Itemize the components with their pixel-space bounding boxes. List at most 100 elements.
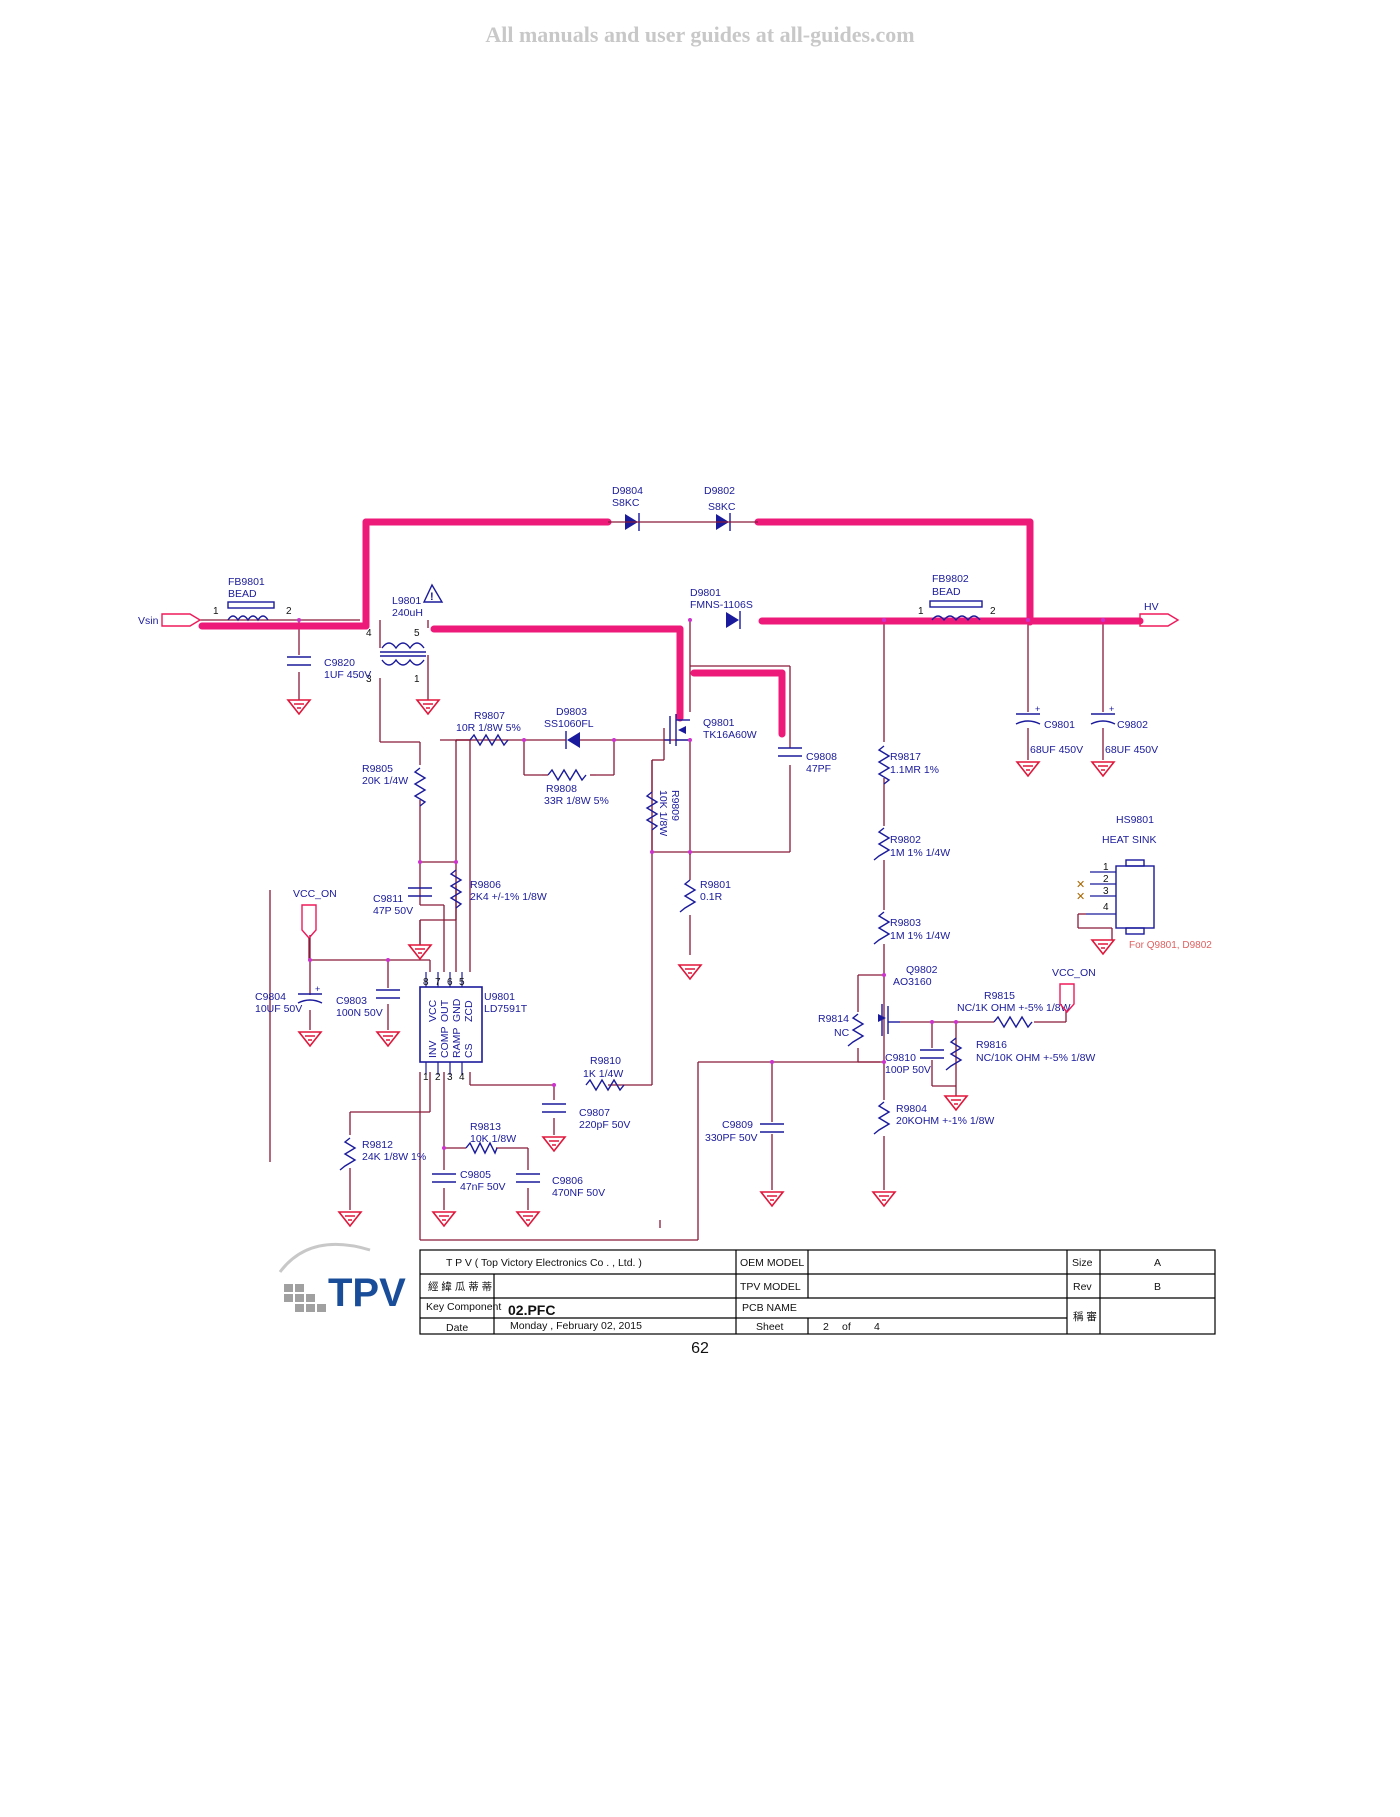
svg-text:R9808: R9808 xyxy=(546,783,577,795)
svg-text:D9804: D9804 xyxy=(612,485,643,497)
svg-text:R9814: R9814 xyxy=(818,1013,849,1025)
svg-text:68UF 450V: 68UF 450V xyxy=(1105,744,1158,756)
svg-text:R9805: R9805 xyxy=(362,763,393,775)
svg-text:✕: ✕ xyxy=(1076,891,1085,903)
svg-text:C9801: C9801 xyxy=(1044,719,1075,731)
svg-text:VCC: VCC xyxy=(427,999,439,1022)
svg-text:FB9802: FB9802 xyxy=(932,573,969,585)
svg-text:FB9801: FB9801 xyxy=(228,576,265,588)
svg-text:Rev: Rev xyxy=(1073,1281,1092,1293)
svg-text:1M 1% 1/4W: 1M 1% 1/4W xyxy=(890,847,950,859)
r9815-resistor: R9815 NC/1K OHM +-5% 1/8W xyxy=(957,990,1071,1029)
svg-text:C9807: C9807 xyxy=(579,1107,610,1119)
svg-text:1UF 450V: 1UF 450V xyxy=(324,669,371,681)
r9814-resistor: R9814 NC xyxy=(818,1013,865,1047)
svg-text:4: 4 xyxy=(459,1072,465,1083)
svg-text:220pF 50V: 220pF 50V xyxy=(579,1119,630,1131)
svg-text:D9802: D9802 xyxy=(704,485,735,497)
svg-text:330PF 50V: 330PF 50V xyxy=(705,1132,758,1144)
svg-text:D9801: D9801 xyxy=(690,587,721,599)
svg-text:C9802: C9802 xyxy=(1117,719,1148,731)
power-traces xyxy=(198,518,1144,738)
svg-text:7: 7 xyxy=(435,977,441,988)
r9802-resistor: R9802 1M 1% 1/4W xyxy=(873,827,950,861)
c9809-capacitor: C9809 330PF 50V xyxy=(705,1119,784,1144)
c9802-capacitor: + C9802 68UF 450V xyxy=(1090,704,1158,756)
title-block xyxy=(419,1249,1216,1335)
svg-text:470NF 50V: 470NF 50V xyxy=(552,1187,605,1199)
svg-text:1: 1 xyxy=(1103,862,1109,873)
junction-dots xyxy=(297,618,1105,1150)
svg-text:of: of xyxy=(842,1321,851,1333)
r9817-resistor: R9817 1.1MR 1% xyxy=(877,745,939,785)
svg-text:R9807: R9807 xyxy=(474,710,505,722)
svg-text:R9803: R9803 xyxy=(890,917,921,929)
d9803-diode: D9803 SS1060FL xyxy=(544,706,594,749)
svg-text:ZCD: ZCD xyxy=(463,1000,475,1022)
svg-text:R9810: R9810 xyxy=(590,1055,621,1067)
svg-text:Date: Date xyxy=(446,1322,468,1334)
svg-text:NC: NC xyxy=(834,1027,850,1039)
svg-text:經 緯 瓜 蒂 蒂: 經 緯 瓜 蒂 蒂 xyxy=(428,1280,492,1293)
svg-text:3: 3 xyxy=(447,1072,453,1083)
r9810-resistor: R9810 1K 1/4W xyxy=(583,1055,625,1092)
svg-text:8: 8 xyxy=(423,977,429,988)
svg-text:33R 1/8W 5%: 33R 1/8W 5% xyxy=(544,795,609,807)
l9801-inductor: ! L9801 240uH 4 5 3 1 xyxy=(366,583,444,685)
r9806-resistor: R9806 2K4 +/-1% 1/8W xyxy=(449,869,547,909)
svg-text:HEAT SINK: HEAT SINK xyxy=(1102,834,1156,846)
svg-text:Q9801: Q9801 xyxy=(703,717,735,729)
svg-text:T P V ( Top Victory Ele: T P V ( Top Victory Electronics Co . , L… xyxy=(446,1257,642,1269)
svg-text:Key Component: Key Component xyxy=(426,1301,501,1313)
fb9801: FB9801 BEAD 1 2 xyxy=(213,576,292,622)
svg-text:+: + xyxy=(1109,704,1114,714)
svg-text:10R 1/8W 5%: 10R 1/8W 5% xyxy=(456,722,521,734)
vcc-on-right-port: VCC_ON xyxy=(1052,967,1096,1014)
svg-text:INV: INV xyxy=(427,1040,439,1058)
svg-text:2: 2 xyxy=(1103,874,1109,885)
c9810-capacitor: C9810 100P 50V xyxy=(885,1049,944,1076)
svg-text:U9801: U9801 xyxy=(484,991,515,1003)
svg-text:2: 2 xyxy=(286,606,292,617)
c9801-capacitor: + C9801 68UF 450V xyxy=(1015,704,1083,756)
svg-text:R9812: R9812 xyxy=(362,1139,393,1151)
r9807-resistor: R9807 10R 1/8W 5% xyxy=(456,710,521,747)
c9808-capacitor: C9808 47PF xyxy=(778,747,837,775)
svg-text:C9803: C9803 xyxy=(336,995,367,1007)
svg-text:5: 5 xyxy=(459,977,465,988)
svg-text:VCC_ON: VCC_ON xyxy=(1052,967,1096,979)
signal-wires xyxy=(200,619,1113,1241)
svg-text:B: B xyxy=(1154,1281,1161,1293)
svg-text:OUT: OUT xyxy=(439,999,451,1022)
svg-text:BEAD: BEAD xyxy=(228,588,257,600)
svg-text:CS: CS xyxy=(463,1043,475,1058)
svg-text:68UF 450V: 68UF 450V xyxy=(1030,744,1083,756)
svg-text:1: 1 xyxy=(918,606,924,617)
svg-text:1: 1 xyxy=(423,1072,429,1083)
svg-text:0.1R: 0.1R xyxy=(700,891,723,903)
u9801-controller: 8 7 6 5 1 2 3 4 VCC OUT GND ZCD INV COMP… xyxy=(419,972,528,1083)
svg-text:R9802: R9802 xyxy=(890,834,921,846)
svg-text:TK16A60W: TK16A60W xyxy=(703,729,757,741)
svg-text:C9811: C9811 xyxy=(373,893,403,905)
svg-text:BEAD: BEAD xyxy=(932,586,961,598)
svg-text:3: 3 xyxy=(366,674,372,685)
svg-text:02.PFC: 02.PFC xyxy=(508,1302,555,1318)
svg-text:Sheet: Sheet xyxy=(756,1321,784,1333)
svg-text:C9806: C9806 xyxy=(552,1175,583,1187)
svg-text:TPV MODEL: TPV MODEL xyxy=(740,1281,801,1293)
svg-text:100P 50V: 100P 50V xyxy=(885,1064,931,1076)
svg-text:240uH: 240uH xyxy=(392,607,423,619)
c9803-capacitor: C9803 100N 50V xyxy=(336,989,400,1019)
d9801-diode: D9801 FMNS-1106S xyxy=(690,587,753,629)
hv-port: HV xyxy=(1139,601,1180,627)
svg-text:R9809: R9809 xyxy=(669,790,681,821)
vsin-label: Vsin xyxy=(138,615,159,627)
svg-text:4: 4 xyxy=(1103,902,1109,913)
r9813-resistor: R9813 10K 1/8W xyxy=(465,1121,516,1155)
svg-text:PCB NAME: PCB NAME xyxy=(742,1302,797,1314)
svg-text:FMNS-1106S: FMNS-1106S xyxy=(690,599,753,611)
svg-text:✕: ✕ xyxy=(1076,879,1085,891)
fb9802: FB9802 BEAD 1 2 xyxy=(918,573,996,622)
svg-text:稱 審: 稱 審 xyxy=(1073,1310,1097,1323)
